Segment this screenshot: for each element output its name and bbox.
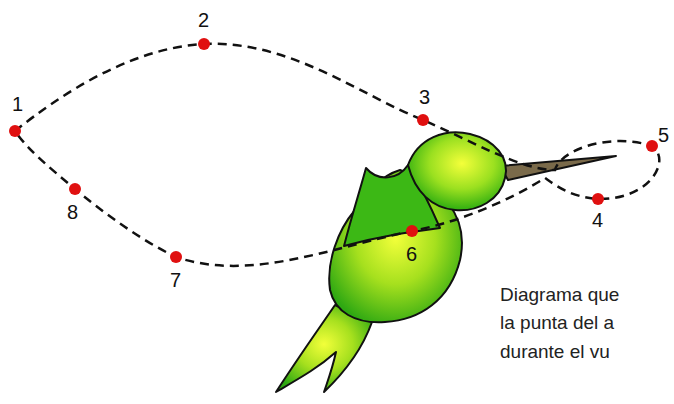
callout-number: 8: [67, 202, 78, 222]
callout-number: 5: [658, 125, 669, 145]
callout-number: 4: [592, 210, 603, 230]
caption-line: Diagrama que: [500, 285, 619, 304]
caption-line: la punta del a: [500, 313, 614, 332]
caption-line: durante el vu: [500, 342, 610, 361]
callout-number: 6: [406, 244, 417, 264]
head: [408, 132, 506, 210]
callout-number: 3: [419, 87, 430, 107]
wingtip-path: [15, 44, 659, 266]
point-dots: [9, 38, 658, 263]
callout-number: 2: [198, 10, 209, 30]
callout-number: 7: [170, 270, 181, 290]
callout-number: 1: [12, 94, 23, 114]
beak: [500, 156, 616, 180]
